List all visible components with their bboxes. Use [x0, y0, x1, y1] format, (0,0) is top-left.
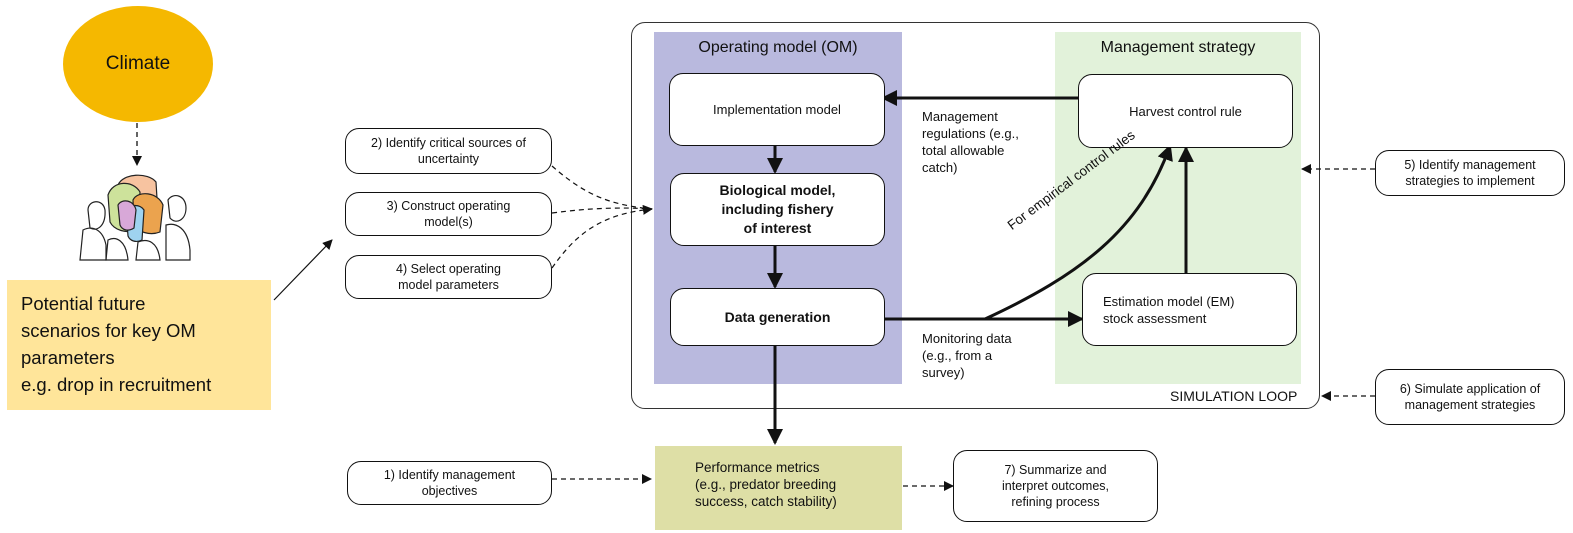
step4-connector — [551, 204, 653, 269]
estimation-model-node: Estimation model (EM) stock assessment — [1082, 273, 1297, 346]
harvest-control-rule-node: Harvest control rule — [1078, 74, 1293, 148]
step3-connector — [551, 207, 653, 214]
simulation-loop-label: SIMULATION LOOP — [1170, 388, 1298, 404]
step-4-pill: 4) Select operating model parameters — [345, 255, 552, 299]
implementation-model-node: Implementation model — [669, 73, 885, 146]
monitoring-label: Monitoring data (e.g., from a survey) — [922, 331, 1012, 380]
ms-title: Management strategy — [1100, 39, 1256, 56]
step-7-pill: 7) Summarize and interpret outcomes, ref… — [953, 450, 1158, 522]
empirical-rule-arrow — [984, 144, 1173, 321]
step-1-pill: 1) Identify management objectives — [347, 461, 552, 505]
climate-node: Climate — [63, 6, 213, 122]
step-2-pill: 2) Identify critical sources of uncertai… — [345, 128, 552, 174]
biological-model-node: Biological model, including fishery of i… — [670, 173, 885, 246]
step-3-pill: 3) Construct operating model(s) — [345, 192, 552, 236]
data-generation-node: Data generation — [670, 288, 885, 346]
climate-label: Climate — [105, 53, 171, 74]
scenario-arrow — [273, 239, 333, 301]
step2-connector — [551, 165, 653, 210]
regulations-label: Management regulations (e.g., total allo… — [922, 109, 1019, 175]
performance-metrics-panel — [655, 446, 902, 530]
scenario-box: Potential future scenarios for key OM pa… — [7, 280, 271, 410]
performance-metrics-text: Performance metrics (e.g., predator bree… — [695, 460, 837, 509]
om-title: Operating model (OM) — [698, 39, 858, 56]
scenario-text: Potential future scenarios for key OM pa… — [21, 293, 212, 395]
step-6-pill: 6) Simulate application of management st… — [1375, 369, 1565, 425]
step-5-pill: 5) Identify management strategies to imp… — [1375, 150, 1565, 196]
simulation-loop-frame — [631, 22, 1320, 409]
